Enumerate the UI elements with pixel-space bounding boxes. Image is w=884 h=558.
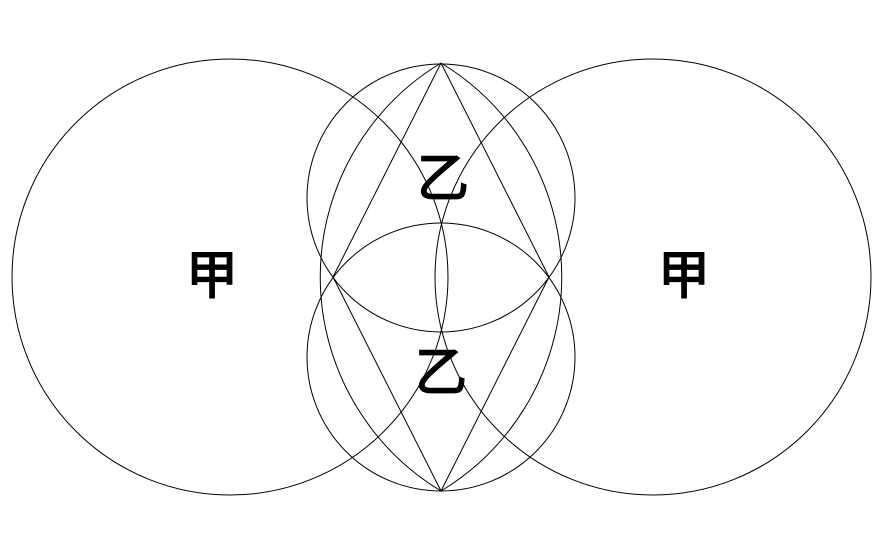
large-circle-right xyxy=(434,58,872,496)
rhombus-edge-top-right xyxy=(440,62,550,278)
rhombus-edge-bottom-right xyxy=(440,276,550,492)
label-lower-small-region: 乙 xyxy=(415,343,467,404)
inner-arc-right xyxy=(440,62,563,492)
label-right-large-circle: 甲 xyxy=(658,246,710,307)
inner-arc-left xyxy=(319,62,442,492)
rhombus-edge-bottom-left xyxy=(332,276,442,492)
label-left-large-circle: 甲 xyxy=(186,246,238,307)
large-circle-left xyxy=(11,58,449,496)
label-upper-small-region: 乙 xyxy=(417,149,469,210)
rhombus-edge-top-left xyxy=(332,62,442,278)
